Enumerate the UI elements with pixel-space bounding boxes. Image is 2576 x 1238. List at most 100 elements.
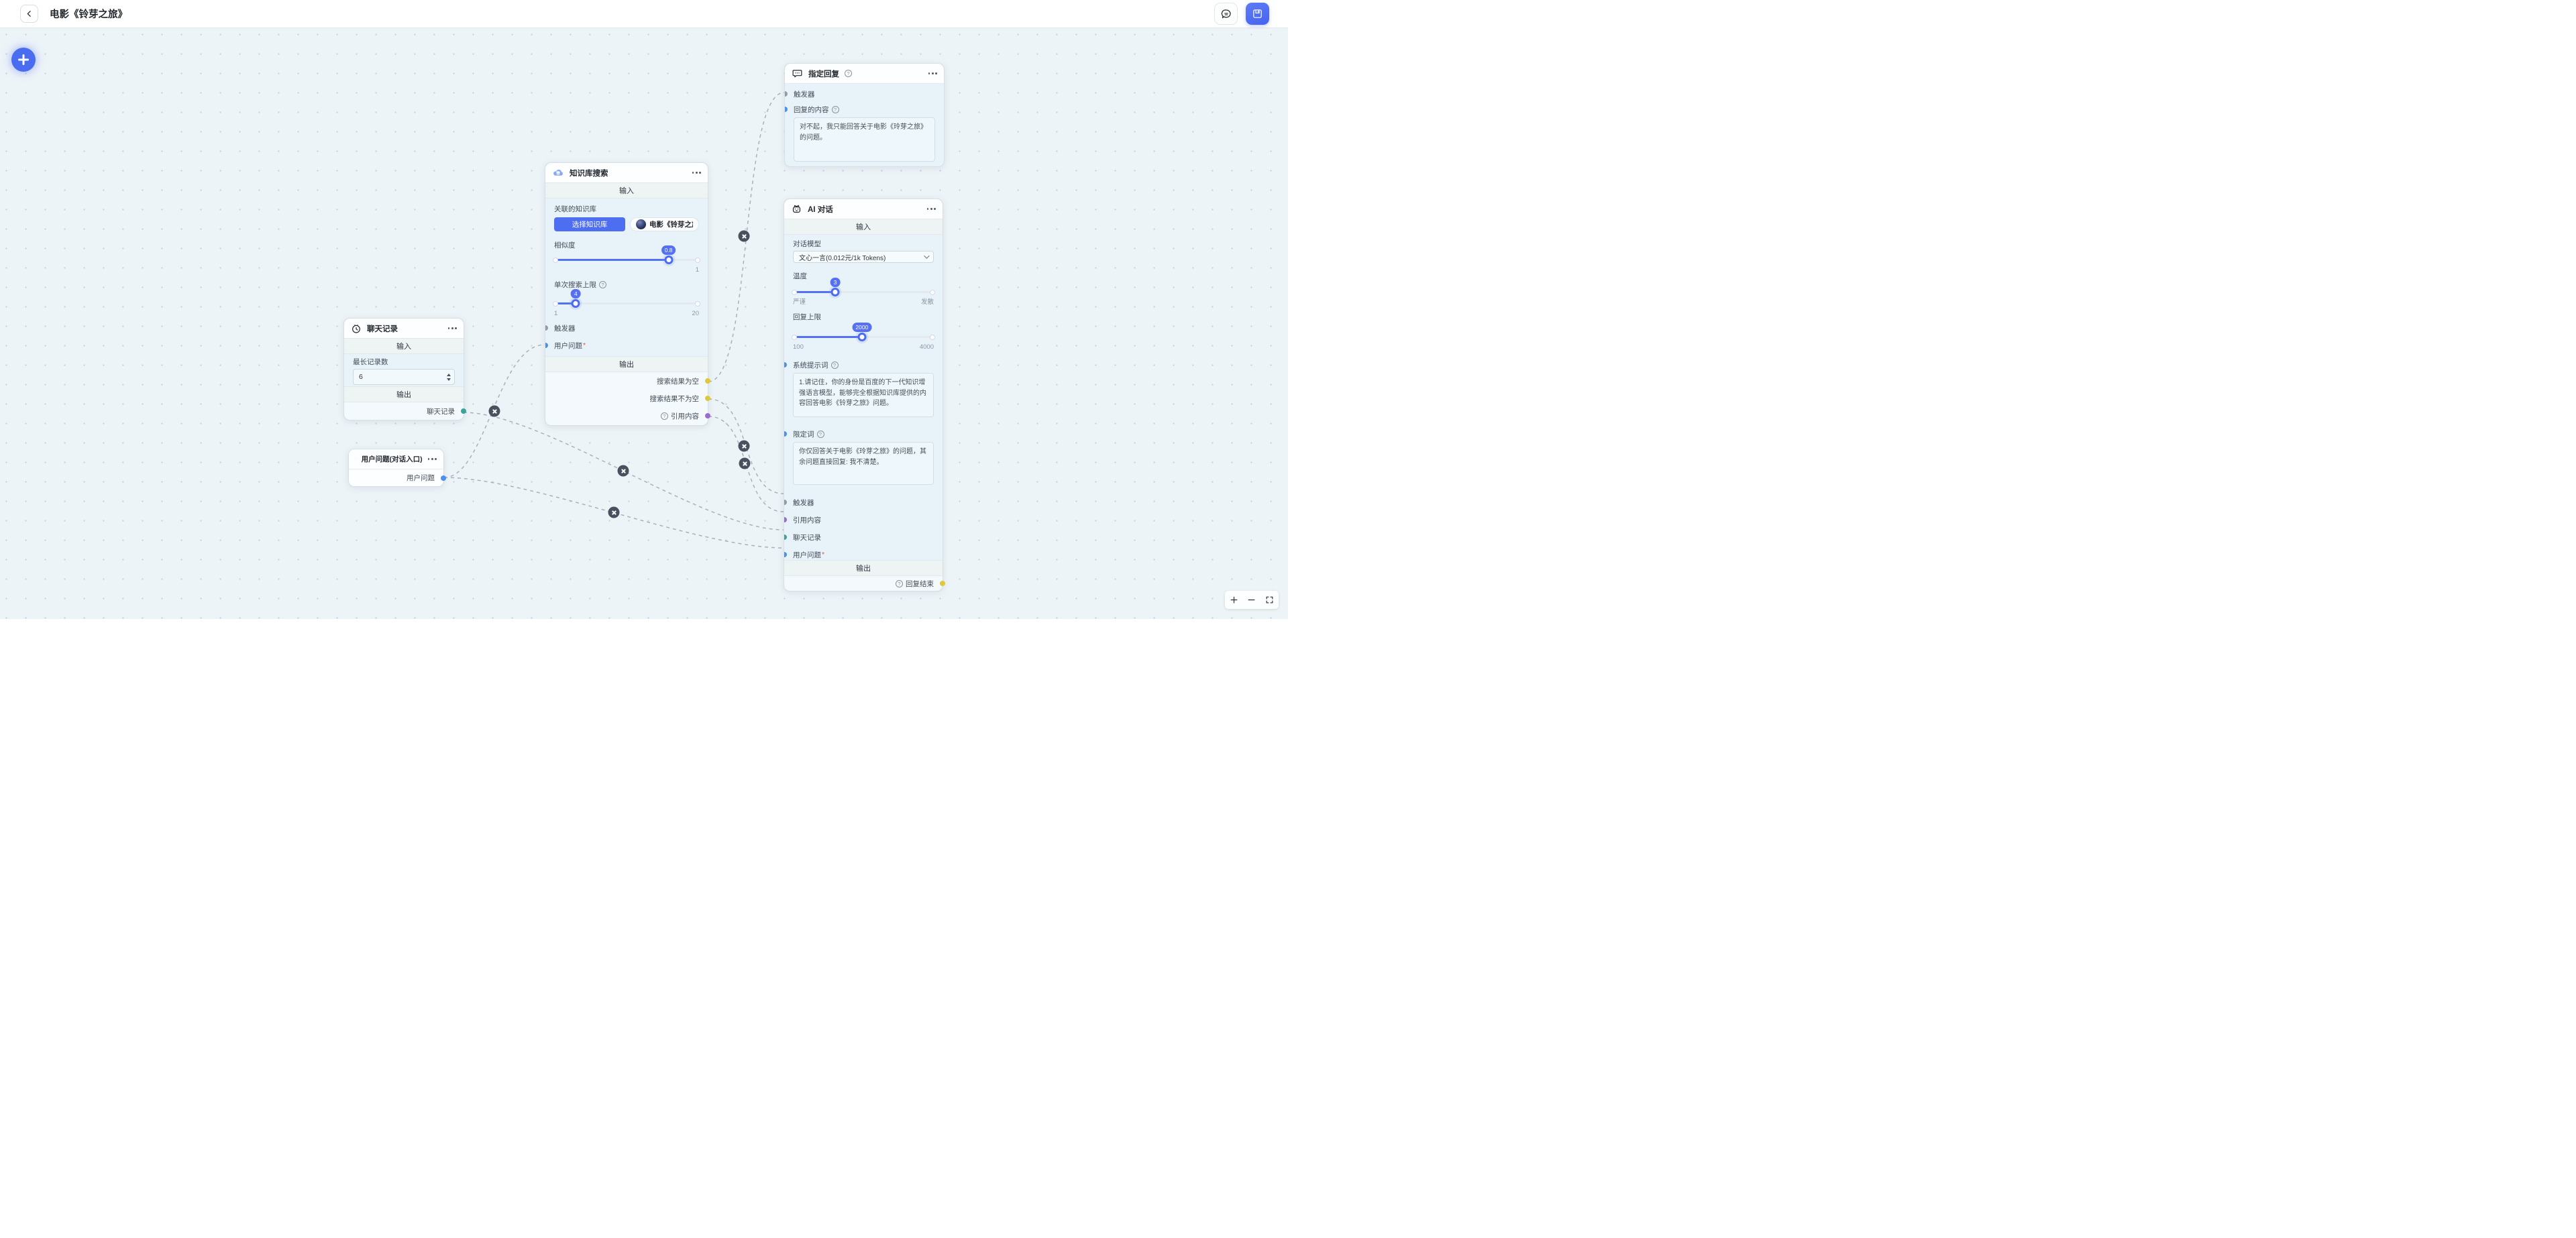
result-empty-output-port[interactable] bbox=[705, 378, 710, 384]
fullscreen-icon bbox=[1266, 596, 1273, 604]
user-question-output-port[interactable] bbox=[441, 475, 446, 481]
trigger-port-row: 触发器 bbox=[545, 319, 699, 337]
workflow-editor: 电影《铃芽之旅》 聊天记录 输入 最长记录数 bbox=[0, 0, 1288, 619]
trigger-port-row: 触发器 bbox=[784, 494, 934, 511]
help-icon[interactable]: ? bbox=[845, 70, 852, 77]
reply-limit-max-label: 4000 bbox=[919, 343, 934, 351]
help-icon[interactable]: ? bbox=[896, 579, 903, 587]
chevron-left-icon bbox=[27, 11, 31, 17]
trigger-label: 触发器 bbox=[794, 90, 815, 99]
reply-content-textarea[interactable]: 对不起，我只能回答关于电影《玲芽之旅》的问题。 bbox=[794, 117, 935, 162]
model-value: 文心一言(0.012元/1k Tokens) bbox=[799, 254, 886, 262]
edge-delete-button[interactable] bbox=[738, 230, 750, 242]
input-section-header: 输入 bbox=[344, 338, 464, 354]
edge-delete-button[interactable] bbox=[738, 440, 750, 452]
back-button[interactable] bbox=[20, 5, 38, 23]
chat-bubble-icon bbox=[1221, 9, 1231, 18]
system-prompt-port-row: 系统提示词? bbox=[784, 358, 934, 372]
reply-end-label: 回复结束 bbox=[906, 579, 934, 588]
output-port-row: 聊天记录 bbox=[344, 402, 466, 420]
output-section-header: 输出 bbox=[545, 356, 708, 372]
qualifier-label: 限定词? bbox=[793, 429, 824, 439]
reply-limit-slider[interactable]: 2000 bbox=[792, 323, 935, 343]
reference-label: 引用内容 bbox=[671, 412, 699, 420]
qualifier-textarea[interactable]: 你仅回答关于电影《玲芽之旅》的问题，其余问题直接回复: 我不清楚。 bbox=[793, 442, 934, 485]
number-stepper[interactable] bbox=[447, 370, 451, 384]
edge-delete-button[interactable] bbox=[488, 405, 500, 417]
kb-chip[interactable]: 电影《铃芽之旅》 bbox=[630, 217, 699, 231]
slider-handle[interactable] bbox=[571, 298, 580, 308]
edge-delete-button[interactable] bbox=[617, 465, 629, 477]
model-select[interactable]: 文心一言(0.012元/1k Tokens) bbox=[793, 251, 934, 263]
model-label: 对话模型 bbox=[793, 240, 821, 248]
slider-handle[interactable] bbox=[857, 332, 867, 341]
trigger-input-port[interactable] bbox=[784, 500, 787, 505]
slider-value-badge: 2000 bbox=[852, 323, 872, 332]
chat-history-output-port[interactable] bbox=[461, 408, 466, 414]
node-chat-history[interactable]: 聊天记录 输入 最长记录数 输出 聊天记录 bbox=[343, 318, 466, 420]
reference-input-port[interactable] bbox=[784, 517, 787, 522]
help-icon[interactable]: ? bbox=[599, 281, 606, 288]
edge-delete-button[interactable] bbox=[739, 457, 751, 469]
system-prompt-textarea[interactable]: 1.请记住，你的身份是百度的下一代知识增强语言模型，能够完全根据知识库提供的内容… bbox=[793, 373, 934, 417]
temperature-max-label: 发散 bbox=[920, 298, 934, 306]
question-port-row: 用户问题* bbox=[784, 546, 934, 561]
result-not-empty-output-port[interactable] bbox=[705, 396, 710, 401]
chat-history-label: 聊天记录 bbox=[793, 533, 821, 542]
output-section-header: 输出 bbox=[784, 560, 943, 576]
qualifier-input-port[interactable] bbox=[784, 431, 787, 437]
temperature-slider[interactable]: 3 bbox=[792, 278, 935, 298]
kb-chip-label: 电影《铃芽之旅》 bbox=[649, 221, 693, 229]
node-more-button[interactable] bbox=[928, 70, 937, 77]
user-question-input-port[interactable] bbox=[545, 343, 548, 348]
page-title: 电影《铃芽之旅》 bbox=[50, 9, 127, 20]
node-more-button[interactable] bbox=[447, 325, 457, 332]
help-icon[interactable]: ? bbox=[830, 361, 839, 369]
node-ai-chat[interactable]: AI 对话 输入 对话模型 文心一言(0.012元/1k Tokens) 温度 … bbox=[784, 199, 945, 592]
trigger-input-port[interactable] bbox=[545, 325, 548, 331]
node-user-question-header: 用户问题(对话入口) bbox=[349, 449, 443, 469]
trigger-input-port[interactable] bbox=[785, 91, 788, 97]
node-ai-chat-header: AI 对话 bbox=[784, 199, 943, 219]
similarity-slider[interactable]: 0.8 bbox=[553, 245, 700, 266]
zoom-out-button[interactable] bbox=[1245, 594, 1258, 607]
system-prompt-input-port[interactable] bbox=[784, 362, 787, 368]
search-limit-slider[interactable]: 4 bbox=[553, 289, 700, 310]
node-more-button[interactable] bbox=[926, 205, 936, 213]
node-title: 用户问题(对话入口) bbox=[361, 455, 423, 463]
node-more-button[interactable] bbox=[692, 169, 701, 176]
node-user-question[interactable]: 用户问题(对话入口) 用户问题 bbox=[348, 449, 446, 487]
temperature-label: 温度 bbox=[793, 272, 807, 280]
reply-limit-min-label: 100 bbox=[793, 343, 804, 351]
question-port-row: 用户问题* bbox=[545, 337, 699, 354]
chat-preview-button[interactable] bbox=[1214, 3, 1238, 25]
max-records-input[interactable] bbox=[354, 373, 454, 381]
edge-delete-button[interactable] bbox=[608, 506, 620, 518]
output-port-row: ? 回复结束 bbox=[784, 576, 945, 591]
save-button[interactable] bbox=[1246, 3, 1269, 25]
slider-handle[interactable] bbox=[830, 287, 840, 296]
help-icon[interactable]: ? bbox=[661, 412, 668, 420]
max-records-label: 最长记录数 bbox=[353, 358, 388, 366]
plus-icon bbox=[1230, 596, 1238, 604]
fit-view-button[interactable] bbox=[1263, 594, 1277, 607]
node-fixed-reply[interactable]: 指定回复 ? 触发器 回复的内容? 对不起，我只能回答关于电影《玲芽之旅》的问题… bbox=[784, 63, 945, 167]
node-more-button[interactable] bbox=[427, 455, 437, 463]
help-icon[interactable]: ? bbox=[831, 105, 839, 113]
select-kb-button[interactable]: 选择知识库 bbox=[554, 217, 625, 231]
add-node-button[interactable] bbox=[11, 48, 36, 72]
content-input-port[interactable] bbox=[785, 107, 788, 112]
reply-end-output-port[interactable] bbox=[940, 581, 945, 586]
system-prompt-label: 系统提示词? bbox=[793, 360, 839, 370]
user-question-input-port[interactable] bbox=[784, 552, 787, 557]
zoom-in-button[interactable] bbox=[1227, 594, 1240, 607]
max-records-input-wrap bbox=[353, 369, 455, 385]
slider-handle[interactable] bbox=[664, 255, 674, 264]
reference-output-port[interactable] bbox=[705, 413, 710, 418]
trigger-port-row: 触发器 bbox=[785, 85, 935, 103]
chat-history-input-port[interactable] bbox=[784, 534, 787, 540]
help-icon[interactable]: ? bbox=[816, 430, 824, 438]
user-question-output-label: 用户问题 bbox=[407, 474, 435, 482]
node-kb-search[interactable]: 知识库搜索 输入 关联的知识库 选择知识库 电影《铃芽之旅》 相似度 0.8 1 bbox=[545, 162, 710, 426]
kb-thumbnail bbox=[636, 219, 646, 229]
